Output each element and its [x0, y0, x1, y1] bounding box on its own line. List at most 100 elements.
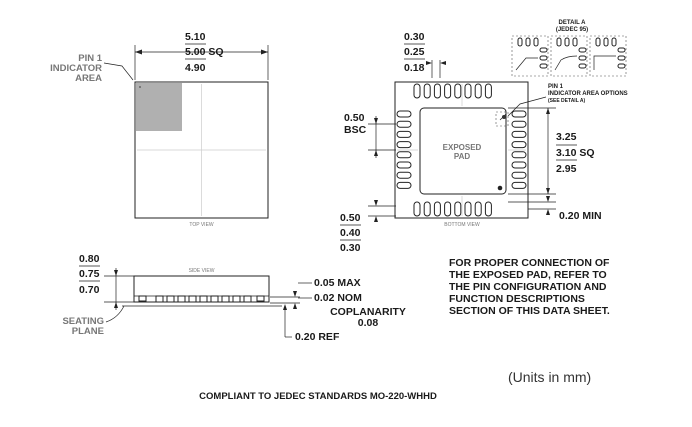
pin1-label-line2: INDICATOR — [50, 63, 102, 74]
detail-pad — [603, 37, 609, 47]
detail-title: DETAIL A — [559, 20, 587, 26]
width-nominal: 5.00 SQ — [185, 46, 224, 58]
side-lead — [221, 295, 230, 303]
lead-pad — [423, 83, 431, 99]
detail-variant — [511, 35, 549, 77]
lead-nom: 0.40 — [340, 227, 361, 239]
pin1-label-line3: AREA — [75, 73, 102, 84]
exposed-pad-label-line1: EXPOSED — [443, 143, 482, 152]
detail-pad — [617, 63, 626, 69]
arrow-left-icon — [135, 49, 142, 55]
pin1-leader-line — [103, 62, 134, 81]
side-lead — [177, 295, 186, 303]
pin1-options-line1: PIN 1 — [548, 84, 564, 90]
lead-pad — [396, 110, 412, 118]
coplanarity-value: 0.08 — [358, 317, 379, 329]
pin1-dot — [497, 185, 503, 191]
pitch-nom: 0.25 — [404, 46, 425, 58]
exposed-pad — [419, 107, 507, 195]
detail-pad — [525, 37, 531, 47]
standoff-max: 0.05 MAX — [314, 277, 361, 289]
side-lead — [188, 295, 197, 303]
top-view: 5.10 5.00 SQ 4.90 PIN 1 INDICATOR AREA T… — [50, 31, 269, 228]
lead-pad — [454, 201, 462, 217]
lead-pad — [511, 171, 527, 179]
pitch-arrow-icon — [426, 61, 432, 65]
pitch-min: 0.18 — [404, 62, 425, 74]
detail-corner — [515, 57, 538, 71]
side-lead — [210, 295, 219, 303]
pitch-max: 0.30 — [404, 31, 425, 43]
side-lead — [199, 295, 208, 303]
pin1-options-leader — [507, 96, 547, 117]
seating-plane-leader — [105, 305, 125, 323]
min-label: 0.20 MIN — [559, 210, 602, 222]
detail-pad — [611, 37, 617, 47]
height-max: 0.80 — [79, 253, 100, 265]
detail-corner — [554, 55, 578, 71]
detail-corner — [593, 55, 616, 70]
side-lead-end — [138, 295, 147, 302]
detail-pad — [578, 47, 587, 53]
width-min: 4.90 — [185, 62, 206, 74]
lead-pad — [511, 141, 527, 149]
top-view-label: TOP VIEW — [189, 222, 214, 228]
note-line2: THE EXPOSED PAD, REFER TO — [449, 269, 607, 281]
note-line5: SECTION OF THIS DATA SHEET. — [449, 305, 610, 317]
arrow-right-icon — [261, 49, 268, 55]
side-lead-end — [256, 295, 265, 302]
height-min: 0.70 — [79, 284, 100, 296]
pad-min: 2.95 — [556, 163, 577, 175]
detail-pad — [533, 37, 539, 47]
coplanarity-label: COPLANARITY — [330, 306, 406, 318]
ref-label: 0.20 REF — [295, 331, 340, 343]
top-view-package-body — [134, 81, 269, 219]
pad-arrow-icon — [546, 188, 550, 194]
lead-pad — [464, 83, 472, 99]
lead-max: 0.50 — [340, 212, 361, 224]
width-max: 5.10 — [185, 31, 206, 43]
lead-pad — [396, 181, 412, 189]
detail-variants — [511, 35, 627, 77]
pin1-options-line3: (SEE DETAIL A) — [548, 98, 585, 104]
detail-pad — [517, 37, 523, 47]
detail-pad — [539, 47, 548, 53]
lead-pad — [474, 201, 482, 217]
pad-arrow-icon — [546, 108, 550, 114]
note-line1: FOR PROPER CONNECTION OF — [449, 257, 610, 269]
standoff-arrow-icon — [293, 291, 297, 297]
seating-plane-line2: PLANE — [72, 326, 104, 337]
detail-frame — [511, 35, 549, 77]
detail-pad — [617, 47, 626, 53]
detail-frame — [550, 35, 588, 77]
note-line3: THE PIN CONFIGURATION AND — [449, 281, 607, 293]
side-view-label: SIDE VIEW — [189, 268, 215, 274]
height-arrow-icon — [114, 270, 118, 276]
lead-pad — [511, 151, 527, 159]
pin1-indicator-options-box — [495, 111, 509, 127]
bsc-label: BSC — [344, 124, 367, 136]
height-nom: 0.75 — [79, 268, 100, 280]
lead-pad — [396, 161, 412, 169]
standoff-nom: 0.02 NOM — [314, 292, 362, 304]
lead-min: 0.30 — [340, 242, 361, 254]
lead-pad — [413, 201, 421, 217]
lead-arrow-icon — [374, 200, 378, 206]
lead-pad — [464, 201, 472, 217]
lead-pad — [433, 83, 441, 99]
lead-pad — [511, 120, 527, 128]
standoff-arrow-icon — [293, 303, 297, 309]
side-lead — [155, 295, 164, 303]
lead-pad — [396, 171, 412, 179]
pad-nom: 3.10 SQ — [556, 147, 595, 159]
lead-pad — [511, 161, 527, 169]
detail-subtitle: (JEDEC 95) — [556, 27, 588, 33]
lead-pads — [396, 83, 527, 217]
units-label: (Units in mm) — [508, 369, 591, 385]
compliance-label: COMPLIANT TO JEDEC STANDARDS MO-220-WHHD — [199, 391, 437, 402]
lead-pad — [413, 83, 421, 99]
lead-pad — [444, 201, 452, 217]
lead-pad — [511, 181, 527, 189]
pitch-arrow-icon — [440, 61, 446, 65]
